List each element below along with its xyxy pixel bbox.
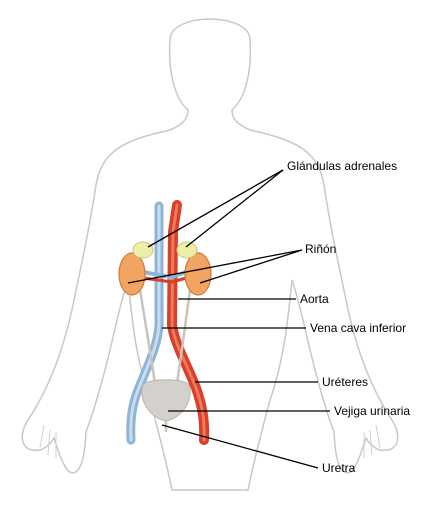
label-ureters: Uréteres	[322, 375, 368, 389]
left-adrenal-gland	[133, 242, 153, 258]
label-urinary-bladder: Vejiga urinaria	[334, 404, 410, 418]
label-vena-cava-inferior: Vena cava inferior	[310, 321, 406, 335]
left-kidney	[119, 253, 145, 295]
label-urethra: Uretra	[322, 461, 356, 475]
label-adrenal-glands: Glándulas adrenales	[287, 159, 397, 173]
label-kidney: Riñón	[305, 242, 336, 256]
right-kidney	[185, 253, 211, 295]
right-adrenal-gland	[177, 242, 197, 258]
label-aorta: Aorta	[300, 292, 329, 306]
body-outline	[22, 19, 397, 490]
